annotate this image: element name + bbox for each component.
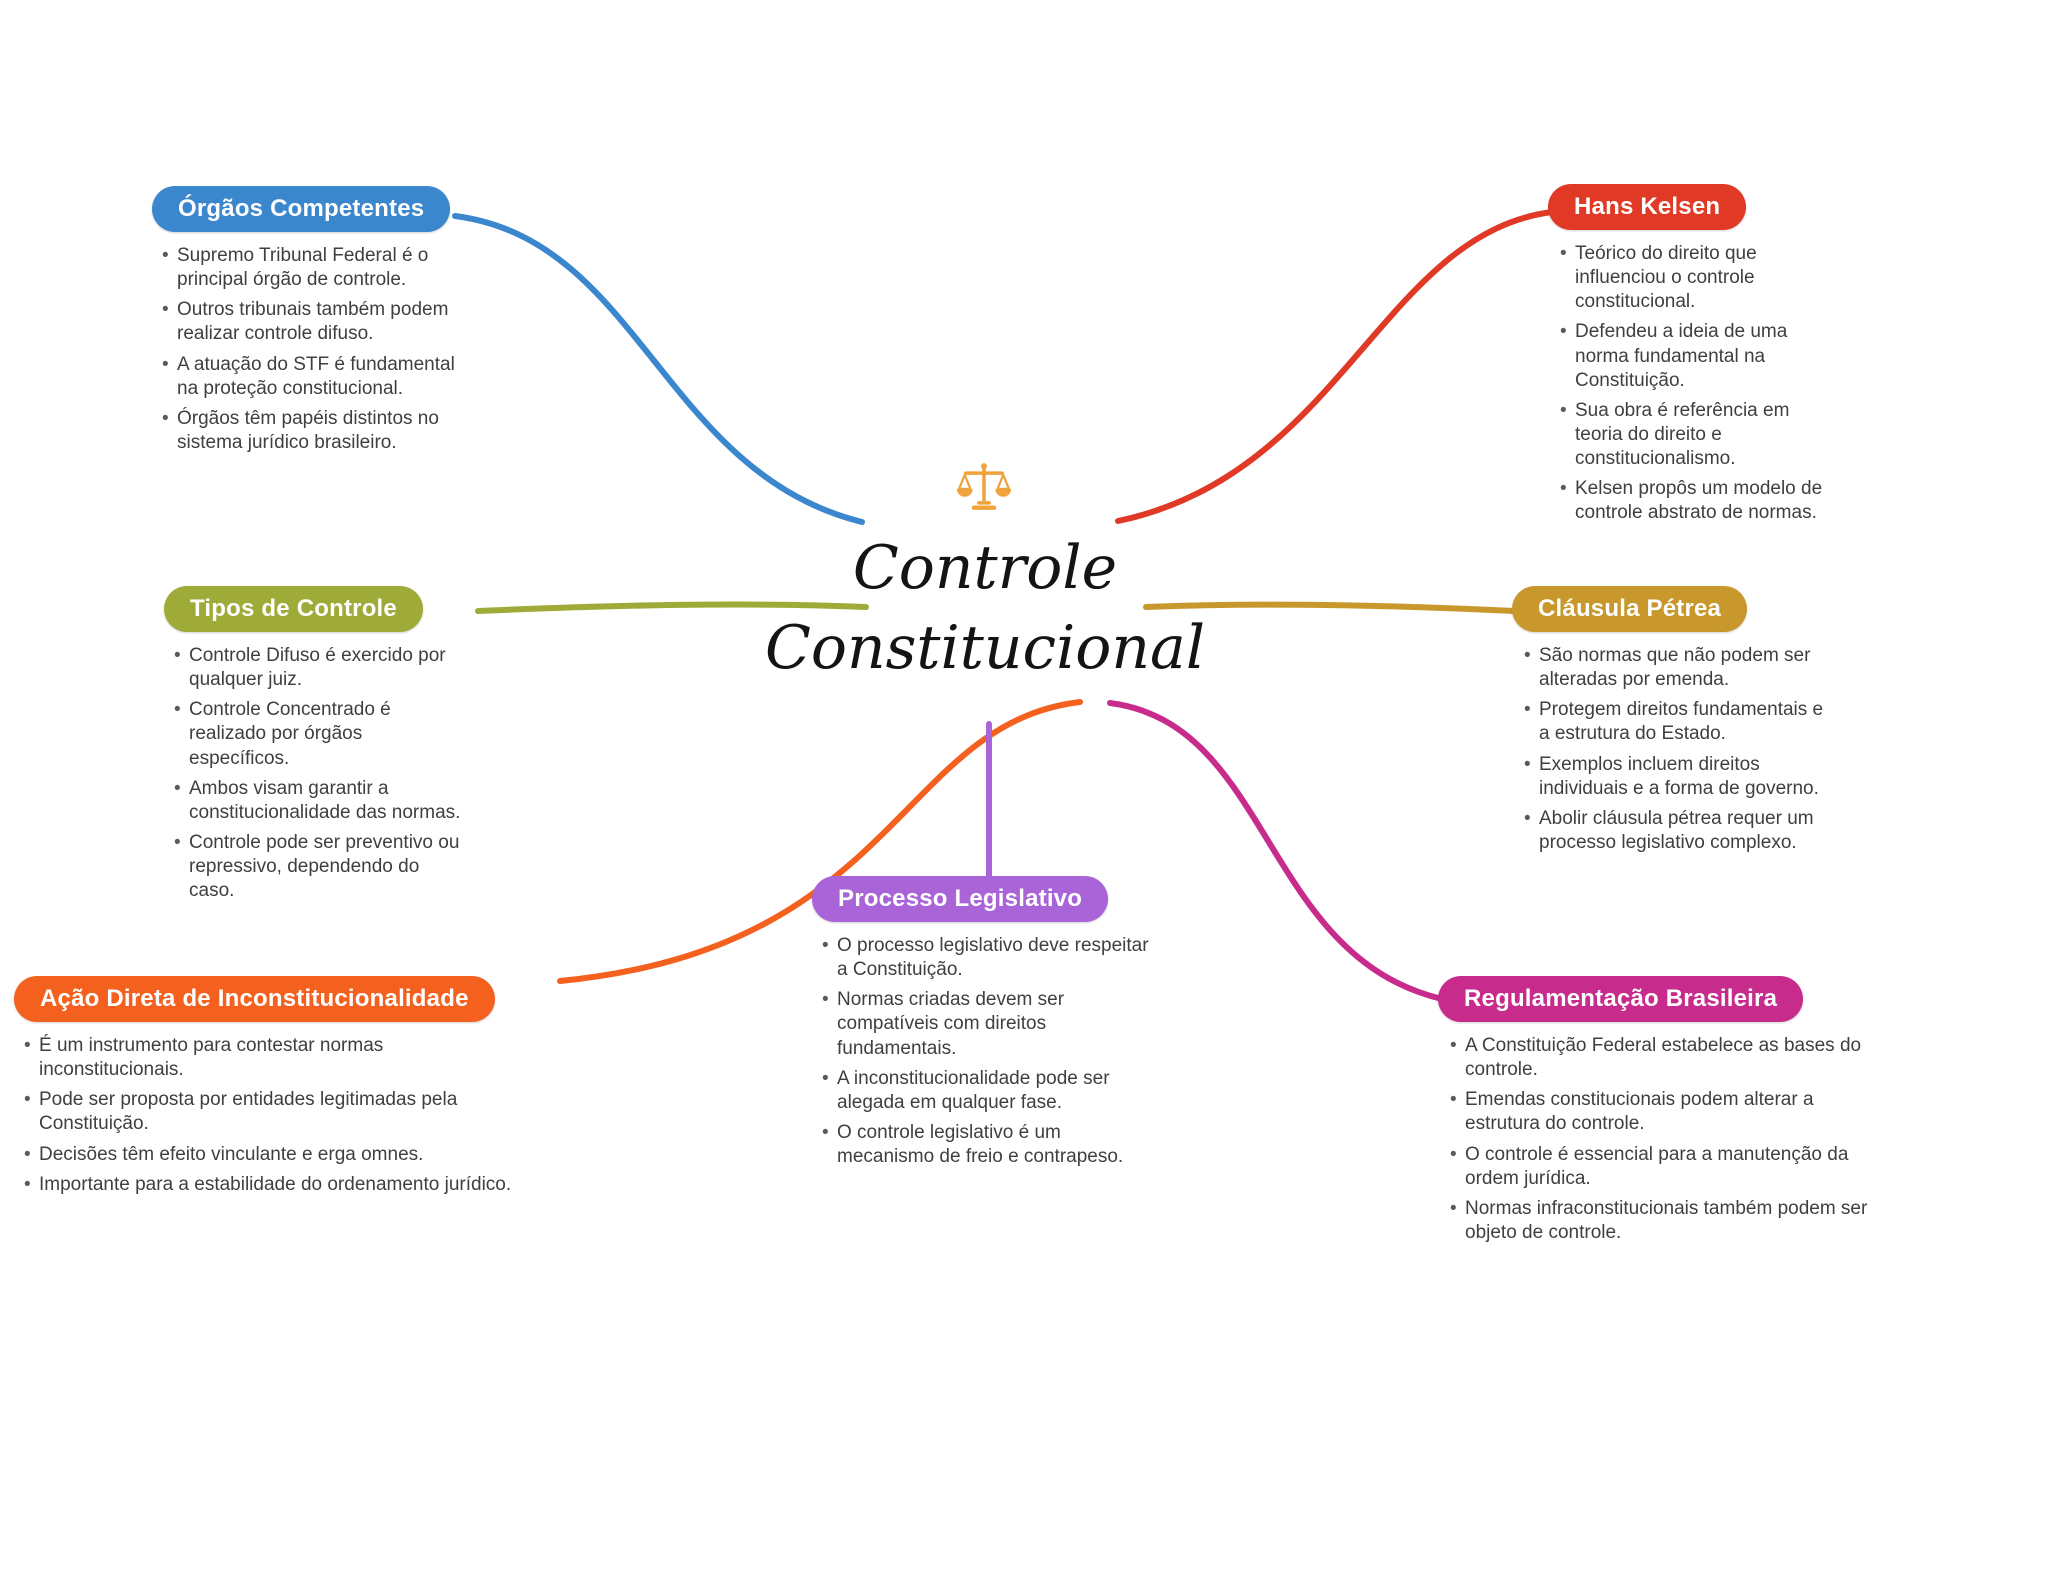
node-orgaos-competentes: Órgãos Competentes Supremo Tribunal Fede… (152, 186, 482, 461)
bullet-item: Supremo Tribunal Federal é o principal ó… (160, 244, 460, 292)
bullet-item: Abolir cláusula pétrea requer um process… (1522, 807, 1824, 855)
node-processo-legislativo: Processo Legislativo O processo legislat… (812, 876, 1192, 1175)
bullet-item: Importante para a estabilidade do ordena… (22, 1173, 527, 1197)
node-tipos-de-controle: Tipos de Controle Controle Difuso é exer… (164, 586, 494, 909)
bullet-item: Normas infraconstitucionais também podem… (1448, 1197, 1880, 1245)
bullet-item: Controle pode ser preventivo ou repressi… (172, 831, 462, 903)
node-bullet-list: A Constituição Federal estabelece as bas… (1448, 1034, 1880, 1245)
node-regulamentacao-brasileira: Regulamentação Brasileira A Constituição… (1438, 976, 1908, 1251)
scales-of-justice-icon (956, 460, 1012, 521)
bullet-item: Teórico do direito que influenciou o con… (1558, 242, 1836, 314)
node-clausula-petrea: Cláusula Pétrea São normas que não podem… (1512, 586, 1842, 861)
node-bullet-list: Teórico do direito que influenciou o con… (1558, 242, 1836, 525)
bullet-item: Outros tribunais também podem realizar c… (160, 298, 460, 346)
connector-tipos-de-controle (475, 601, 869, 614)
bullet-item: Pode ser proposta por entidades legitima… (22, 1088, 527, 1136)
bullet-item: O controle legislativo é um mecanismo de… (820, 1121, 1156, 1169)
bullet-item: Defendeu a ideia de uma norma fundamenta… (1558, 320, 1836, 392)
bullet-item: É um instrumento para contestar normas i… (22, 1034, 527, 1082)
bullet-item: São normas que não podem ser alteradas p… (1522, 644, 1824, 692)
node-title-pill: Tipos de Controle (164, 586, 423, 632)
connector-hans-kelsen (1115, 209, 1555, 524)
bullet-item: Controle Difuso é exercido por qualquer … (172, 644, 462, 692)
connector-regulamentacao-brasileira (1107, 700, 1445, 1002)
bullet-item: Protegem direitos fundamentais e a estru… (1522, 698, 1824, 746)
bullet-item: Controle Concentrado é realizado por órg… (172, 698, 462, 770)
node-title-pill: Regulamentação Brasileira (1438, 976, 1804, 1022)
bullet-item: Órgãos têm papéis distintos no sistema j… (160, 407, 460, 455)
node-bullet-list: Supremo Tribunal Federal é o principal ó… (160, 244, 460, 455)
bullet-item: A atuação do STF é fundamental na proteç… (160, 353, 460, 401)
central-topic-line2: Constitucional (764, 613, 1206, 684)
central-topic: Controle Constitucional (735, 528, 1235, 689)
bullet-item: Normas criadas devem ser compatíveis com… (820, 988, 1156, 1060)
bullet-item: Decisões têm efeito vinculante e erga om… (22, 1143, 527, 1167)
connector-clausula-petrea (1143, 601, 1517, 614)
bullet-item: Ambos visam garantir a constitucionalida… (172, 777, 462, 825)
connector-acao-direta (557, 699, 1083, 984)
node-acao-direta-de-inconstitucionalidade: Ação Direta de Inconstitucionalidade É u… (14, 976, 664, 1203)
node-title-pill: Processo Legislativo (812, 876, 1109, 922)
node-title-pill: Cláusula Pétrea (1512, 586, 1748, 632)
node-bullet-list: O processo legislativo deve respeitar a … (820, 934, 1156, 1169)
bullet-item: Emendas constitucionais podem alterar a … (1448, 1088, 1880, 1136)
bullet-item: O processo legislativo deve respeitar a … (820, 934, 1156, 982)
node-bullet-list: São normas que não podem ser alteradas p… (1522, 644, 1824, 855)
node-hans-kelsen: Hans Kelsen Teórico do direito que influ… (1548, 184, 1858, 531)
node-bullet-list: Controle Difuso é exercido por qualquer … (172, 644, 462, 903)
connector-orgaos-competentes (452, 213, 865, 525)
node-title-pill: Ação Direta de Inconstitucionalidade (14, 976, 495, 1022)
bullet-item: Kelsen propôs um modelo de controle abst… (1558, 477, 1836, 525)
bullet-item: A Constituição Federal estabelece as bas… (1448, 1034, 1880, 1082)
bullet-item: A inconstitucionalidade pode ser alegada… (820, 1067, 1156, 1115)
bullet-item: O controle é essencial para a manutenção… (1448, 1143, 1880, 1191)
bullet-item: Exemplos incluem direitos individuais e … (1522, 753, 1824, 801)
central-topic-line1: Controle (852, 533, 1118, 603)
bullet-item: Sua obra é referência em teoria do direi… (1558, 399, 1836, 471)
node-title-pill: Órgãos Competentes (152, 186, 451, 232)
node-bullet-list: É um instrumento para contestar normas i… (22, 1034, 527, 1197)
node-title-pill: Hans Kelsen (1548, 184, 1747, 230)
